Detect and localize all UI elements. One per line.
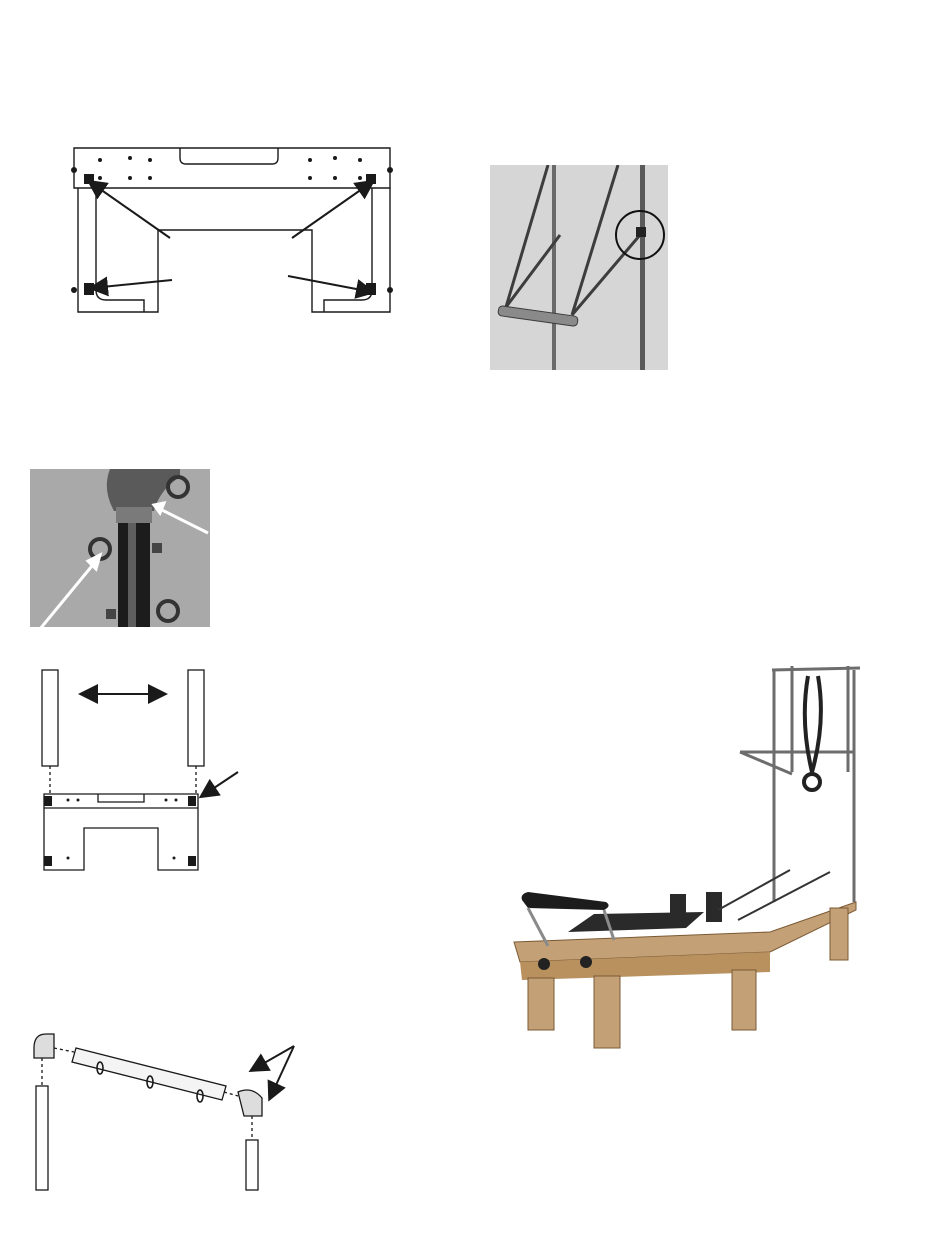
uprights-drawing bbox=[38, 670, 258, 880]
reformer-drawing bbox=[508, 662, 870, 1054]
eyebolt-closeup-photo bbox=[30, 469, 210, 627]
trapeze-bar-photo bbox=[490, 165, 668, 370]
base-frame-drawing bbox=[60, 140, 400, 320]
crossbar-drawing bbox=[30, 1028, 310, 1190]
reformer-tower-photo bbox=[508, 662, 870, 1054]
uprights-diagram bbox=[38, 670, 258, 880]
eyebolt-drawing bbox=[30, 469, 210, 627]
crossbar-assembly-diagram bbox=[30, 1028, 310, 1190]
trapeze-drawing bbox=[490, 165, 668, 370]
base-frame-diagram bbox=[60, 140, 400, 320]
